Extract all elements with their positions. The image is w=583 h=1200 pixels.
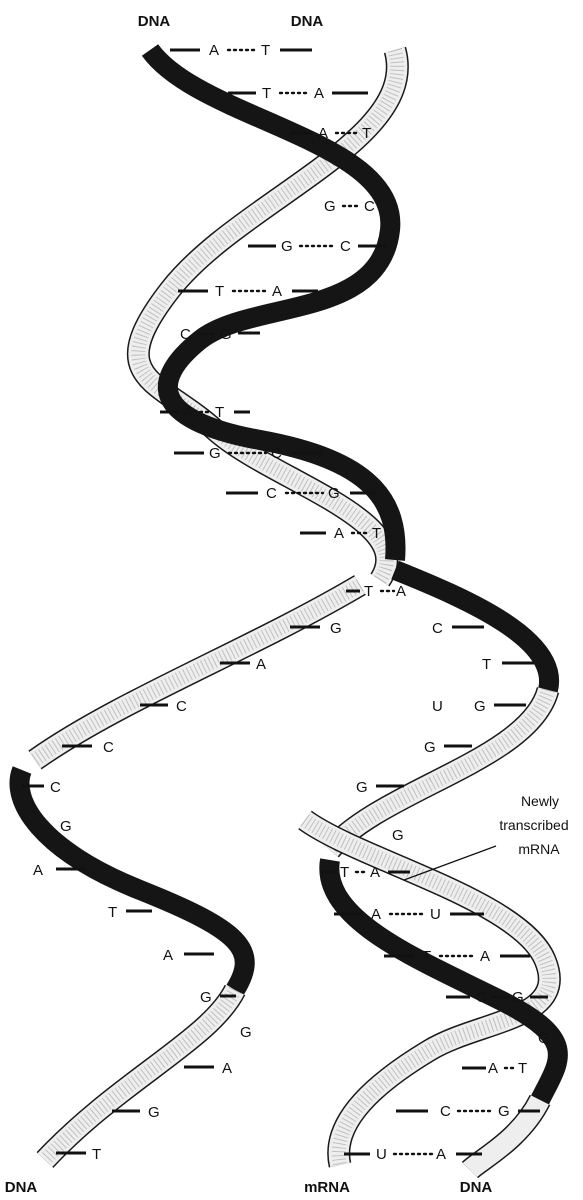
label-dna-top-left: DNA [138,13,171,30]
base-letter: U [432,698,443,715]
right-coding-strand-upper [391,560,560,693]
base-letter: G [281,238,293,255]
base-letter: T [262,85,271,102]
base-letter: A [256,656,266,673]
base-letter: A [370,864,380,881]
callout-line-3: mRNA [518,841,560,857]
base-letter: A [436,1146,446,1163]
label-dna-bottom-right: DNA [460,1179,493,1196]
label-mrna-bottom: mRNA [304,1179,350,1196]
base-letter: T [372,525,381,542]
upper-double-helix [126,43,409,587]
lower-base-pairs: T A A U T A C G G A T C G [320,864,550,1163]
base-letter: G [220,326,232,343]
base-letter: C [432,620,443,637]
base-letter: U [376,1146,387,1163]
base-letter: G [330,620,342,637]
base-letter: A [209,42,219,59]
base-letter: T [422,948,431,965]
base-letter: A [272,283,282,300]
right-coding-strand [321,560,560,858]
base-letter: C [180,326,191,343]
base-letter: C [476,989,487,1006]
base-letter: C [364,198,375,215]
upper-base-pairs: A T T A A T G C G C T A C G [160,42,406,600]
base-letter: T [215,283,224,300]
base-letter: G [60,818,72,835]
base-letter: G [209,445,221,462]
base-letter: A [314,85,324,102]
callout-line-1: Newly [521,793,559,809]
left-template-strand-lower [9,766,255,996]
right-coding-bases: C T U G G G G [356,620,534,844]
base-letter: A [488,1060,498,1077]
base-letter: T [215,404,224,421]
base-letter: G [512,989,524,1006]
base-letter: G [474,698,486,715]
base-letter: C [271,445,282,462]
base-letter: A [318,125,328,142]
base-letter: C [340,238,351,255]
base-letter: A [163,947,173,964]
base-letter: G [392,827,404,844]
base-letter: T [482,656,491,673]
base-letter: T [92,1146,101,1163]
base-letter: A [480,948,490,965]
lower-dna-dark [319,858,568,1105]
base-letter: T [261,42,270,59]
base-letter: A [183,404,193,421]
base-letter: G [424,739,436,756]
base-letter: G [200,989,212,1006]
base-letter: C [50,779,61,796]
base-letter: G [324,198,336,215]
base-letter: G [356,779,368,796]
base-letter: T [340,864,349,881]
right-coding-light-shade [324,687,555,855]
mrna-callout: Newly transcribed mRNA [403,793,569,881]
base-letter: T [518,1060,527,1077]
strand-labels: DNA DNA DNA mRNA DNA [5,13,493,1196]
upper-light-strand-shade [131,48,405,584]
base-letter: A [334,525,344,542]
left-template-bases: G A C C C G A T A G G A G T [22,620,342,1163]
base-letter: A [33,862,43,879]
base-letter: C [103,739,114,756]
left-template-strand [9,575,366,1168]
label-dna-top-right: DNA [291,13,324,30]
base-letter: A [396,583,406,600]
base-letter: G [240,1024,252,1041]
callout-leader-line [403,845,497,881]
base-letter: C [266,485,277,502]
base-letter: T [364,583,373,600]
base-letter: C [176,698,187,715]
label-dna-bottom-left: DNA [5,1179,38,1196]
left-template-strand-body [29,576,366,769]
base-letter: A [371,906,381,923]
base-letter: U [430,906,441,923]
upper-dark-strand [141,43,406,561]
callout-line-2: transcribed [499,817,568,833]
base-letter: G [538,1030,550,1047]
base-letter: T [108,904,117,921]
base-letter: A [222,1060,232,1077]
base-letter: G [148,1104,160,1121]
base-letter: G [498,1103,510,1120]
base-letter: T [362,125,371,142]
base-letter: G [328,485,340,502]
base-letter: C [440,1103,451,1120]
mrna-strand [299,811,560,1168]
left-lower-light [37,985,244,1167]
